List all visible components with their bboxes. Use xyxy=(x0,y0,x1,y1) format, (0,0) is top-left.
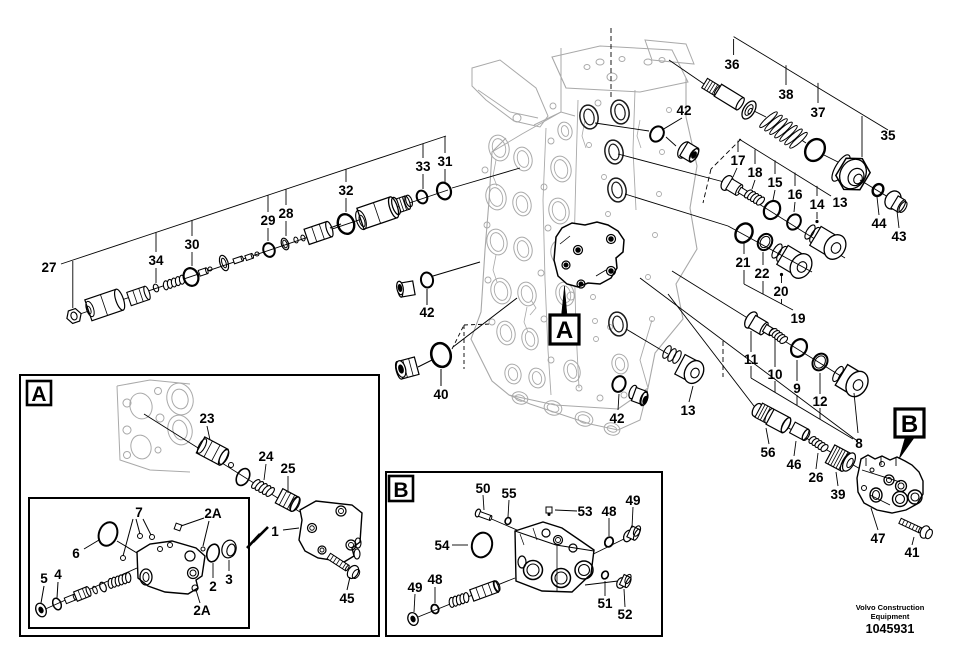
svg-text:41: 41 xyxy=(904,545,920,560)
svg-text:2A: 2A xyxy=(204,506,222,521)
svg-text:25: 25 xyxy=(280,461,296,476)
svg-text:45: 45 xyxy=(339,591,355,606)
svg-text:30: 30 xyxy=(184,237,199,252)
svg-text:42: 42 xyxy=(676,103,691,118)
svg-text:46: 46 xyxy=(786,457,802,472)
svg-text:14: 14 xyxy=(809,197,825,212)
svg-text:19: 19 xyxy=(790,311,805,326)
svg-text:23: 23 xyxy=(199,411,215,426)
svg-text:9: 9 xyxy=(793,381,801,396)
svg-text:22: 22 xyxy=(754,266,769,281)
svg-text:53: 53 xyxy=(577,504,593,519)
svg-text:18: 18 xyxy=(747,165,763,180)
svg-text:32: 32 xyxy=(338,183,353,198)
svg-text:40: 40 xyxy=(433,387,448,402)
svg-text:7: 7 xyxy=(135,505,143,520)
svg-text:12: 12 xyxy=(812,394,827,409)
svg-text:17: 17 xyxy=(730,153,745,168)
svg-text:43: 43 xyxy=(891,229,907,244)
svg-text:2: 2 xyxy=(209,579,217,594)
svg-text:54: 54 xyxy=(434,538,450,553)
svg-text:3: 3 xyxy=(225,572,233,587)
svg-text:28: 28 xyxy=(278,206,294,221)
svg-text:Equipment: Equipment xyxy=(871,612,910,621)
svg-text:8: 8 xyxy=(855,436,863,451)
svg-text:4: 4 xyxy=(54,567,62,582)
svg-text:A: A xyxy=(556,317,573,344)
svg-text:1: 1 xyxy=(271,524,279,539)
svg-text:56: 56 xyxy=(760,445,776,460)
svg-text:29: 29 xyxy=(260,213,275,228)
svg-text:Volvo Construction: Volvo Construction xyxy=(856,603,925,612)
svg-text:42: 42 xyxy=(609,411,624,426)
svg-text:49: 49 xyxy=(625,493,640,508)
svg-text:10: 10 xyxy=(767,367,782,382)
svg-text:26: 26 xyxy=(808,470,824,485)
svg-text:51: 51 xyxy=(597,596,613,611)
svg-text:39: 39 xyxy=(830,487,845,502)
svg-text:A: A xyxy=(31,383,46,406)
svg-text:20: 20 xyxy=(773,284,788,299)
svg-text:31: 31 xyxy=(437,154,453,169)
svg-text:42: 42 xyxy=(419,305,434,320)
svg-text:13: 13 xyxy=(680,403,696,418)
svg-text:27: 27 xyxy=(41,260,56,275)
svg-text:47: 47 xyxy=(870,531,885,546)
svg-text:B: B xyxy=(901,411,918,438)
svg-text:B: B xyxy=(393,479,408,502)
svg-text:1045931: 1045931 xyxy=(866,622,915,636)
svg-text:13: 13 xyxy=(832,195,848,210)
svg-text:48: 48 xyxy=(601,504,617,519)
svg-text:44: 44 xyxy=(871,216,887,231)
svg-text:37: 37 xyxy=(810,105,825,120)
svg-text:6: 6 xyxy=(72,546,80,561)
svg-text:50: 50 xyxy=(475,481,490,496)
svg-text:2A: 2A xyxy=(193,603,211,618)
svg-text:55: 55 xyxy=(501,486,517,501)
svg-text:36: 36 xyxy=(724,57,740,72)
svg-text:38: 38 xyxy=(778,87,794,102)
svg-text:34: 34 xyxy=(148,253,164,268)
svg-text:5: 5 xyxy=(40,571,48,586)
svg-text:24: 24 xyxy=(258,449,274,464)
svg-text:49: 49 xyxy=(407,580,422,595)
svg-text:15: 15 xyxy=(767,175,783,190)
svg-text:48: 48 xyxy=(427,572,443,587)
svg-text:11: 11 xyxy=(744,352,759,367)
svg-text:21: 21 xyxy=(735,255,751,270)
svg-text:33: 33 xyxy=(415,159,431,174)
svg-text:35: 35 xyxy=(880,128,896,143)
svg-text:52: 52 xyxy=(617,607,632,622)
svg-text:16: 16 xyxy=(787,187,803,202)
